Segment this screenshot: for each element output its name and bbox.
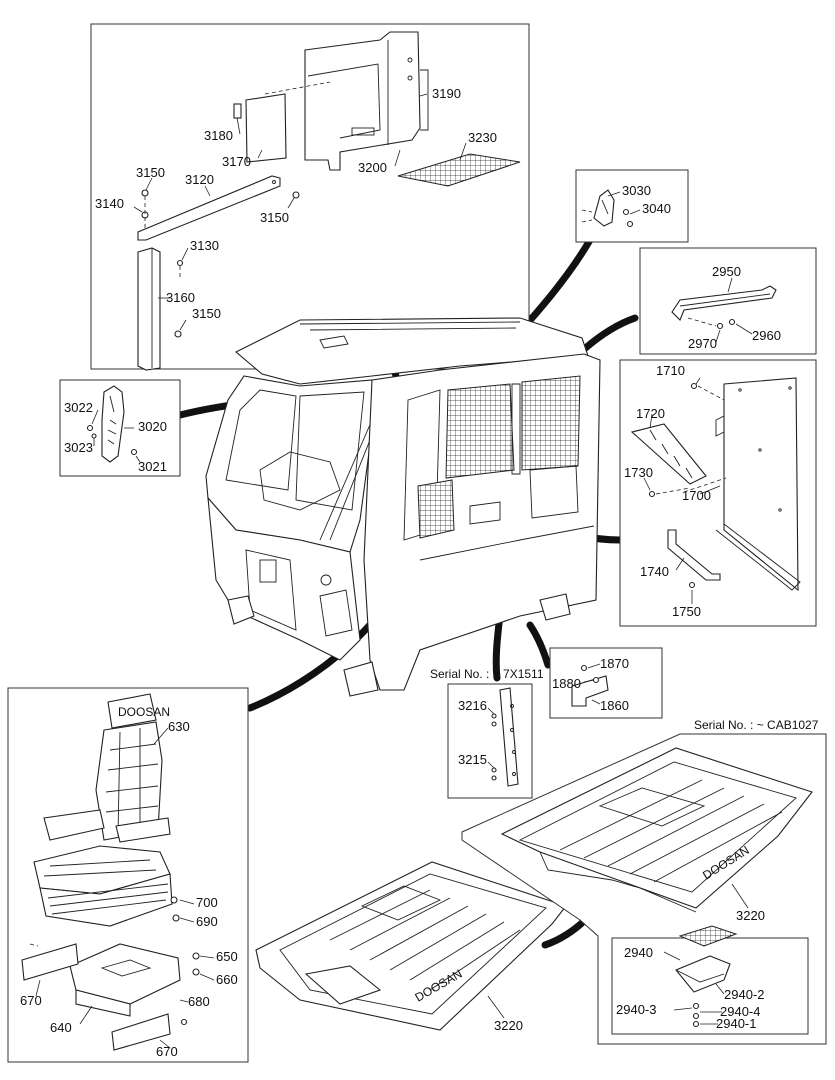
label-3021: 3021 bbox=[138, 459, 167, 474]
label-1870: 1870 bbox=[600, 656, 629, 671]
label-2960: 2960 bbox=[752, 328, 781, 343]
label-3120: 3120 bbox=[185, 172, 214, 187]
label-2970: 2970 bbox=[688, 336, 717, 351]
label-2940-4: 2940-4 bbox=[720, 1004, 760, 1019]
label-630: 630 bbox=[168, 719, 190, 734]
label-1860: 1860 bbox=[600, 698, 629, 713]
label-2940-3: 2940-3 bbox=[616, 1002, 656, 1017]
group-operator-seat: DOOSAN 630 700 690 650 66 bbox=[7, 687, 249, 1063]
label-3230: 3230 bbox=[468, 130, 497, 145]
label-1700: 1700 bbox=[682, 488, 711, 503]
label-680: 680 bbox=[188, 994, 210, 1009]
label-3140: 3140 bbox=[95, 196, 124, 211]
label-1730: 1730 bbox=[624, 465, 653, 480]
label-3160: 3160 bbox=[166, 290, 195, 305]
group-side-handle: 3022 3020 3023 3021 bbox=[59, 379, 181, 477]
label-1720: 1720 bbox=[636, 406, 665, 421]
label-2940-1: 2940-1 bbox=[716, 1016, 756, 1031]
label-690: 690 bbox=[196, 914, 218, 929]
cab-assembly bbox=[205, 317, 601, 697]
serial-7x1511: Serial No. : ~ 7X1511 bbox=[430, 667, 544, 681]
label-670-a: 670 bbox=[20, 993, 42, 1008]
label-3150-c: 3150 bbox=[192, 306, 221, 321]
label-3220-lower: 3220 bbox=[494, 1018, 523, 1033]
label-1740: 1740 bbox=[640, 564, 669, 579]
label-3040: 3040 bbox=[642, 201, 671, 216]
label-2940-2: 2940-2 bbox=[724, 987, 764, 1002]
floor-mat-lower: DOOSAN 3220 bbox=[255, 861, 567, 1033]
label-3180: 3180 bbox=[204, 128, 233, 143]
label-3150-b: 3150 bbox=[260, 210, 289, 225]
group-footrest: 2940 2940-2 2940-3 2940-4 2940-1 bbox=[611, 925, 809, 1035]
label-3023: 3023 bbox=[64, 440, 93, 455]
group-coat-hook: 3030 3040 bbox=[575, 169, 689, 243]
group-trim-strip: Serial No. : ~ 7X1511 3216 3215 bbox=[430, 667, 544, 799]
group-grab-handle: 2950 2970 2960 bbox=[639, 247, 817, 355]
label-3020: 3020 bbox=[138, 419, 167, 434]
label-3216: 3216 bbox=[458, 698, 487, 713]
group-small-bracket: 1870 1880 1860 bbox=[549, 647, 663, 719]
label-3022: 3022 bbox=[64, 400, 93, 415]
label-3150-a: 3150 bbox=[136, 165, 165, 180]
label-3030: 3030 bbox=[622, 183, 651, 198]
group-side-panel: 1710 1720 1730 1700 1740 1750 bbox=[619, 359, 817, 627]
group-rear-panel: 3190 3180 3170 3230 3200 3150 3120 3140 … bbox=[90, 23, 530, 371]
label-650: 650 bbox=[216, 949, 238, 964]
label-670-b: 670 bbox=[156, 1044, 178, 1059]
label-3170: 3170 bbox=[222, 154, 251, 169]
label-1880: 1880 bbox=[552, 676, 581, 691]
seat-logo: DOOSAN bbox=[118, 705, 170, 719]
label-1750: 1750 bbox=[672, 604, 701, 619]
label-640: 640 bbox=[50, 1020, 72, 1035]
label-3200: 3200 bbox=[358, 160, 387, 175]
label-3220-upper: 3220 bbox=[736, 908, 765, 923]
label-1710: 1710 bbox=[656, 363, 685, 378]
label-3190: 3190 bbox=[432, 86, 461, 101]
label-700: 700 bbox=[196, 895, 218, 910]
label-660: 660 bbox=[216, 972, 238, 987]
serial-cab1027: Serial No. : ~ CAB1027 bbox=[694, 718, 819, 732]
label-2950: 2950 bbox=[712, 264, 741, 279]
label-3130: 3130 bbox=[190, 238, 219, 253]
label-3215: 3215 bbox=[458, 752, 487, 767]
label-2940: 2940 bbox=[624, 945, 653, 960]
